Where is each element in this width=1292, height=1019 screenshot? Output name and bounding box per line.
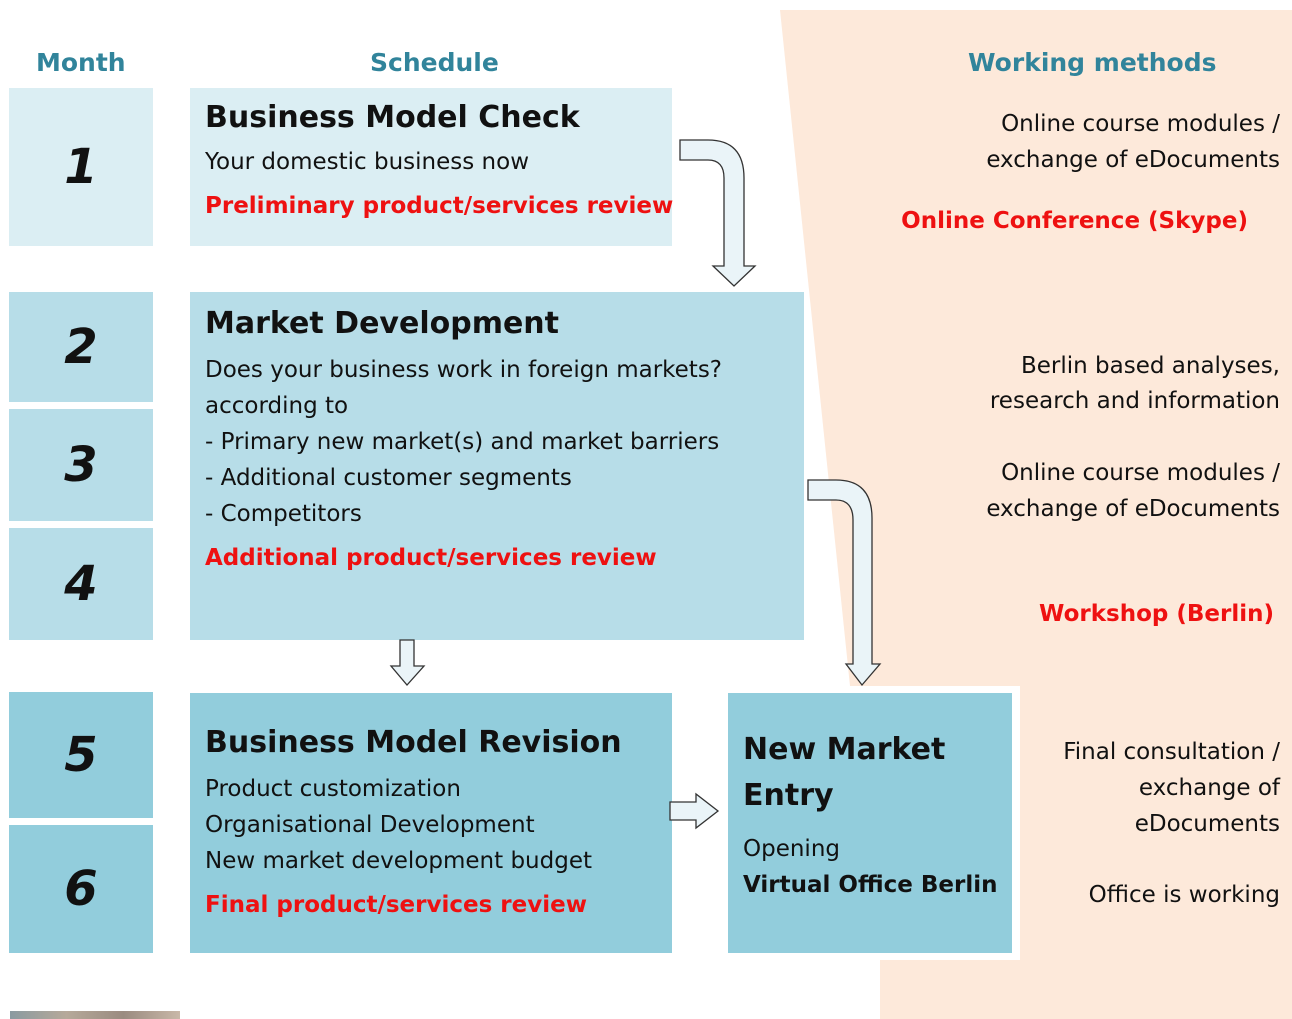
market-development-line: - Additional customer segments — [205, 465, 572, 491]
month-2-cell: 2 — [9, 292, 153, 402]
working-methods-header: Working methods — [968, 48, 1217, 77]
month-6-cell: 6 — [9, 825, 153, 953]
arrow-check-to-development — [679, 139, 757, 287]
method-office-working: Office is working — [1088, 882, 1280, 908]
method-online-course-1: exchange of eDocuments — [986, 147, 1280, 173]
market-development-box: Market Development Does your business wo… — [190, 292, 804, 640]
market-development-line: - Competitors — [205, 501, 362, 527]
month-1-cell: 1 — [9, 88, 153, 246]
market-development-title: Market Development — [205, 306, 559, 341]
method-final-consultation: eDocuments — [1134, 811, 1280, 837]
virtual-office-berlin-label: Virtual Office Berlin — [743, 872, 998, 898]
preliminary-review-highlight: Preliminary product/services review — [205, 193, 674, 219]
method-workshop: Workshop (Berlin) — [1039, 601, 1274, 627]
business-model-check-text: Your domestic business now — [205, 149, 529, 175]
month-4-cell: 4 — [9, 528, 153, 640]
market-development-line: - Primary new market(s) and market barri… — [205, 429, 720, 455]
method-online-course-1: Online course modules / — [1001, 111, 1280, 137]
month-5-cell: 5 — [9, 692, 153, 818]
additional-review-highlight: Additional product/services review — [205, 545, 657, 571]
business-model-revision-line: New market development budget — [205, 848, 592, 874]
method-berlin-analyses: research and information — [989, 388, 1280, 414]
method-final-consultation: exchange of — [1138, 775, 1280, 801]
business-model-check-box: Business Model Check Your domestic busin… — [190, 88, 674, 246]
arrow-revision-to-entry — [669, 792, 720, 830]
market-development-line: according to — [205, 393, 349, 419]
business-model-revision-title: Business Model Revision — [205, 725, 622, 760]
method-online-conference: Online Conference (Skype) — [901, 208, 1248, 234]
arrow-development-to-entry — [807, 479, 882, 687]
portrait-photo — [10, 1011, 180, 1019]
method-berlin-analyses: Berlin based analyses, — [1021, 353, 1280, 379]
method-online-course-2: Online course modules / — [1001, 460, 1280, 486]
new-market-entry-text: Opening — [743, 836, 840, 862]
new-market-entry-title-line: New Market — [743, 732, 946, 767]
method-online-course-2: exchange of eDocuments — [986, 496, 1280, 522]
business-model-revision-box: Business Model Revision Product customiz… — [190, 693, 672, 953]
market-development-line: Does your business work in foreign marke… — [205, 357, 723, 383]
new-market-entry-title: New Market Entry — [743, 727, 998, 819]
month-header: Month — [36, 48, 126, 77]
arrow-development-to-revision — [389, 639, 426, 686]
schedule-header: Schedule — [370, 48, 499, 77]
new-market-entry-box: New Market Entry Opening Virtual Office … — [728, 693, 1012, 953]
new-market-entry-title-line: Entry — [743, 778, 834, 813]
business-model-revision-line: Organisational Development — [205, 812, 535, 838]
business-model-revision-line: Product customization — [205, 776, 461, 802]
month-3-cell: 3 — [9, 409, 153, 521]
method-final-consultation: Final consultation / — [1063, 739, 1280, 765]
business-model-check-title: Business Model Check — [205, 100, 580, 135]
final-review-highlight: Final product/services review — [205, 892, 587, 918]
